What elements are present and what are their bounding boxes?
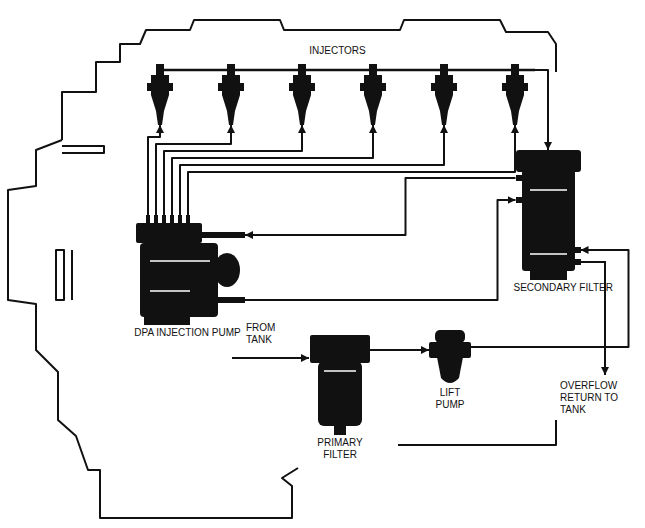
fuel-pipe-segment [172,125,373,215]
component-label: INJECTORS [140,45,535,57]
pipe-label: OVERFLOW RETURN TO TANK [560,380,638,416]
injector-symbol [147,64,173,125]
fuel-pipe-segment [188,125,515,215]
engine-detail [62,146,104,153]
engine-base-outline [398,420,556,445]
engine-top-outline [62,20,556,140]
filter-detail [530,190,567,254]
lift-pump-shape [429,330,471,385]
injector-symbol [360,64,386,125]
component-label: PRIMARY FILTER [313,437,368,461]
injector-bank-shape [140,61,535,125]
injector-symbol [431,64,457,125]
injection-pump-symbol [136,215,245,325]
lift-pump-symbol [429,330,471,383]
engine-detail [71,250,73,300]
secondary-filter: SECONDARY FILTER [483,150,613,294]
fuel-pipe-segment [180,125,444,215]
injector-symbol [502,64,528,125]
fuel-pipe-segment [245,200,516,300]
primary-filter: PRIMARY FILTER [300,335,380,461]
lift-pump: LIFT PUMP [420,330,480,411]
injection-pump: DPA INJECTION PUMP [130,215,245,339]
injector-symbol [289,64,315,125]
fuel-pipe [535,70,548,150]
fuel-pipe [245,200,516,300]
pipe-label: FROM TANK [246,322,290,346]
filter-symbol [310,335,370,435]
fuel-pipe [148,125,515,215]
overflow-pipe [580,262,605,375]
filter-symbol [516,150,581,280]
filter-detail [324,370,356,372]
component-label: LIFT PUMP [430,387,470,411]
fuel-pipe-segment [370,349,429,351]
secondary-filter-shape [516,150,581,280]
injector-symbol [218,64,244,125]
fuel-pipe [245,178,516,235]
fuel-pipe-segment [535,70,548,150]
fuel-pipe [370,350,429,351]
fuel-pipe-segment [148,125,160,215]
pulley-detail [56,250,64,300]
injector-bank: INJECTORS [140,45,535,125]
fuel-pipe-segment [156,125,231,215]
fuel-pipe-segment [245,178,516,235]
component-label: SECONDARY FILTER [483,282,613,294]
pump-detail [150,261,210,291]
component-label: DPA INJECTION PUMP [130,327,245,339]
injection-pump-shape [130,215,245,325]
tank-feed-pipe [232,357,309,359]
engine-front-outline [8,140,298,518]
leak-off-rail [160,69,535,72]
fuel-pipe-segment [164,125,302,215]
primary-filter-shape [310,335,370,435]
